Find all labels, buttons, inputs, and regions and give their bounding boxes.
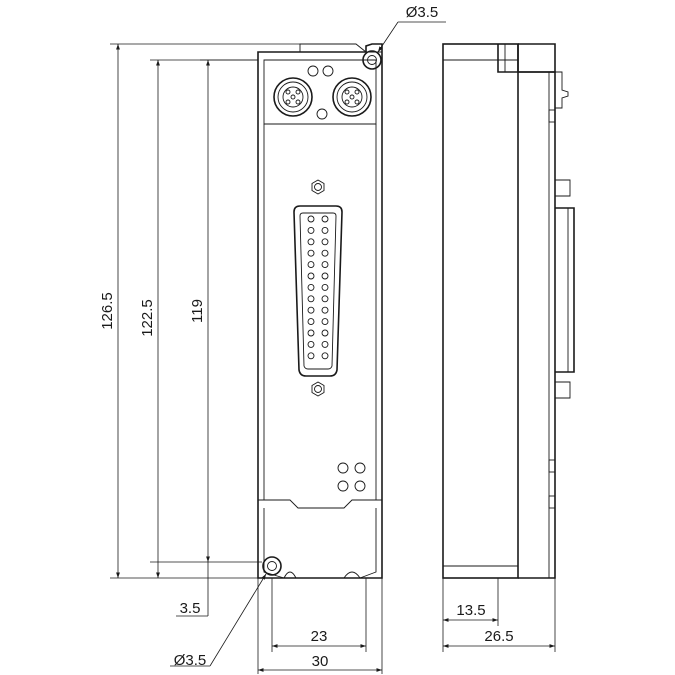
top-panel — [263, 59, 377, 125]
side-screw-top — [555, 179, 571, 197]
side-view — [442, 43, 575, 579]
dsub-pin — [321, 295, 329, 303]
bottom-notch — [283, 571, 361, 579]
dsub-pin — [307, 272, 315, 280]
dsub-pin — [321, 283, 329, 291]
dsub-pin — [307, 283, 315, 291]
dsub-pin — [307, 352, 315, 360]
label-119: 119 — [189, 299, 206, 323]
label-122-5: 122.5 — [139, 299, 156, 337]
dsub-shell — [293, 205, 343, 377]
dsub-pin — [321, 306, 329, 314]
side-led-3 — [548, 109, 556, 123]
leader-top-hole — [377, 21, 399, 53]
led-bottom-1 — [337, 462, 349, 474]
dsub-pin — [307, 306, 315, 314]
dsub-pin — [307, 215, 315, 223]
dsub-pin — [321, 272, 329, 280]
dsub-pin — [321, 352, 329, 360]
connector-left — [273, 77, 313, 117]
label-hole-bottom: Ø3.5 — [174, 652, 207, 669]
bottom-hole-inner — [267, 561, 277, 571]
dsub-pin — [321, 238, 329, 246]
bottom-hole-outer — [262, 556, 282, 576]
bottom-cap — [258, 499, 382, 509]
dsub-pin — [321, 249, 329, 257]
dsub-inner — [299, 212, 337, 370]
dsub-pin — [307, 318, 315, 326]
led-top-2 — [322, 65, 334, 77]
front-outline — [257, 43, 383, 579]
dsub-pin — [307, 226, 315, 234]
led-bottom-2 — [354, 462, 366, 474]
side-connector-head — [497, 43, 556, 73]
bottom-panel — [263, 508, 377, 579]
front-view — [257, 43, 383, 579]
screw-bottom — [311, 381, 325, 397]
side-led-2 — [548, 495, 556, 509]
side-tab — [555, 71, 569, 109]
dsub-pin — [307, 249, 315, 257]
dsub-pin — [307, 340, 315, 348]
dsub-pin — [307, 261, 315, 269]
connector-right — [332, 77, 372, 117]
dsub-pin — [307, 295, 315, 303]
dsub-pin — [307, 238, 315, 246]
dsub-pins — [307, 215, 329, 360]
side-body — [442, 43, 519, 579]
label-13-5: 13.5 — [456, 602, 485, 619]
dimension-labels: 126.5 122.5 119 3.5 Ø3.5 Ø3.5 23 30 13.5… — [99, 4, 514, 670]
dsub-pin — [321, 261, 329, 269]
side-dsub — [555, 207, 575, 373]
led-top-3 — [316, 108, 328, 120]
label-30: 30 — [312, 653, 329, 670]
dsub-pin — [307, 329, 315, 337]
label-23: 23 — [311, 628, 328, 645]
top-cap — [258, 43, 382, 53]
dsub-pin — [321, 215, 329, 223]
screw-top — [311, 179, 325, 195]
led-bottom-3 — [337, 480, 349, 492]
led-top-1 — [307, 65, 319, 77]
leader-bottom-hole — [209, 573, 267, 667]
top-hole-outer — [362, 50, 382, 70]
top-hole-inner — [367, 55, 377, 65]
label-hole-top: Ø3.5 — [406, 4, 439, 21]
label-3-5: 3.5 — [180, 600, 201, 617]
side-screw-bottom — [555, 381, 571, 399]
dsub-pin — [321, 318, 329, 326]
side-led-1 — [548, 459, 556, 473]
label-126-5: 126.5 — [99, 292, 116, 330]
dsub-pin — [321, 226, 329, 234]
side-right-body — [518, 71, 556, 579]
dsub-pin — [321, 329, 329, 337]
dsub-pin — [321, 340, 329, 348]
led-bottom-4 — [354, 480, 366, 492]
dimension-lines — [110, 21, 556, 674]
label-26-5: 26.5 — [484, 628, 513, 645]
